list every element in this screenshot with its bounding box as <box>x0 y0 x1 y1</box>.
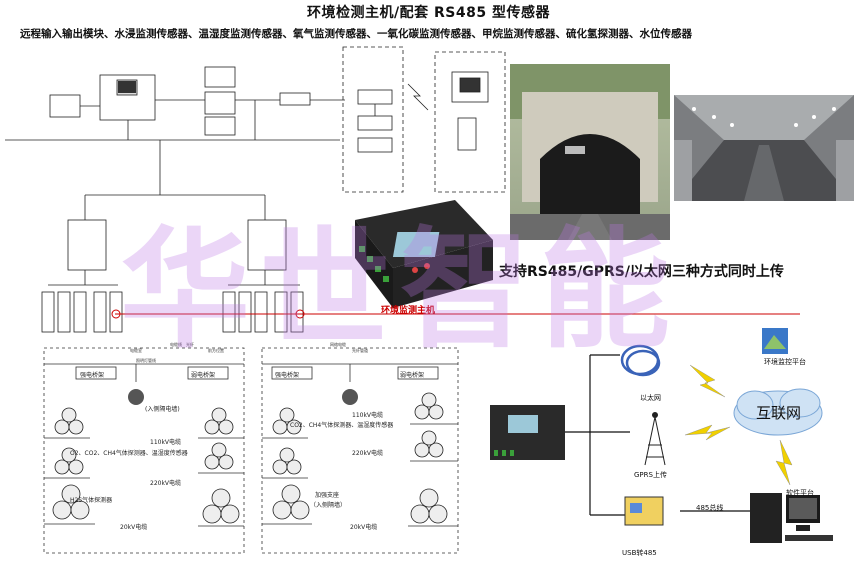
usb485-label: USB转485 <box>622 549 657 557</box>
network-diagram <box>490 328 833 543</box>
right-box-label: 弱电桥架 <box>191 372 216 379</box>
left-tag-2: 光纤 <box>186 342 194 347</box>
gprs-label: GPRS上传 <box>634 471 667 479</box>
left-tag-5: 电缆室 <box>130 348 142 353</box>
environment-host-device <box>355 200 493 308</box>
monitoring-schematic <box>5 66 345 333</box>
left-20kv: 20kV电缆 <box>120 524 148 531</box>
remote-station-diagram <box>342 46 506 193</box>
left-camera-label: (入侧隔电墙) <box>145 406 180 413</box>
tunnel-interior-photo <box>674 95 854 201</box>
right-20kv: 20kV电缆 <box>350 524 378 531</box>
right-note-2: （入侧隔墙） <box>310 502 347 509</box>
tunnel-cross-section <box>43 347 459 554</box>
software-label: 软件平台 <box>786 489 814 497</box>
right-gas-label: CO2、CH4气体探测器、温湿度传感器 <box>290 422 394 429</box>
left-gas-label-1: O2、CO2、CH4气体探测器、温湿度传感器 <box>70 450 188 457</box>
left-box-label: 强电桥架 <box>80 372 105 379</box>
left-tag-4: 前方位置 <box>208 348 224 353</box>
right-tag-1: 网络电缆 <box>330 342 346 347</box>
right-tag-2: 光纤管道 <box>352 348 368 353</box>
internet-label: 互联网 <box>756 404 802 422</box>
right-right-box: 弱电桥架 <box>400 372 425 379</box>
upload-methods-text: 支持RS485/GPRS/以太网三种方式同时上传 <box>499 264 784 280</box>
red-connection-line <box>111 309 800 319</box>
host-label: 环境监测主机 <box>381 306 436 316</box>
left-tag-1: 电缆线 <box>170 342 182 347</box>
left-110kv: 110kV电缆 <box>150 439 182 446</box>
platform-label: 环境监控平台 <box>764 358 806 366</box>
right-110kv: 110kV电缆 <box>352 412 384 419</box>
page-title: 环境检测主机/配套 RS485 型传感器 <box>307 5 550 21</box>
right-220kv: 220kV电缆 <box>352 450 384 457</box>
left-gas-label-2: H2S气体探测器 <box>70 497 113 504</box>
left-220kv: 220kV电缆 <box>150 480 182 487</box>
ethernet-label: 以太网 <box>640 394 661 402</box>
right-note-1: 加强支座 <box>315 492 340 499</box>
page-subtitle: 远程输入输出模块、水浸监测传感器、温湿度监测传感器、氧气监测传感器、一氧化碳监测… <box>20 28 692 40</box>
right-left-box: 强电桥架 <box>275 372 300 379</box>
tunnel-entrance-photo <box>510 64 670 240</box>
bus485-label: 485总线 <box>696 504 724 512</box>
left-tag-3: 照明灯管线 <box>136 358 156 363</box>
